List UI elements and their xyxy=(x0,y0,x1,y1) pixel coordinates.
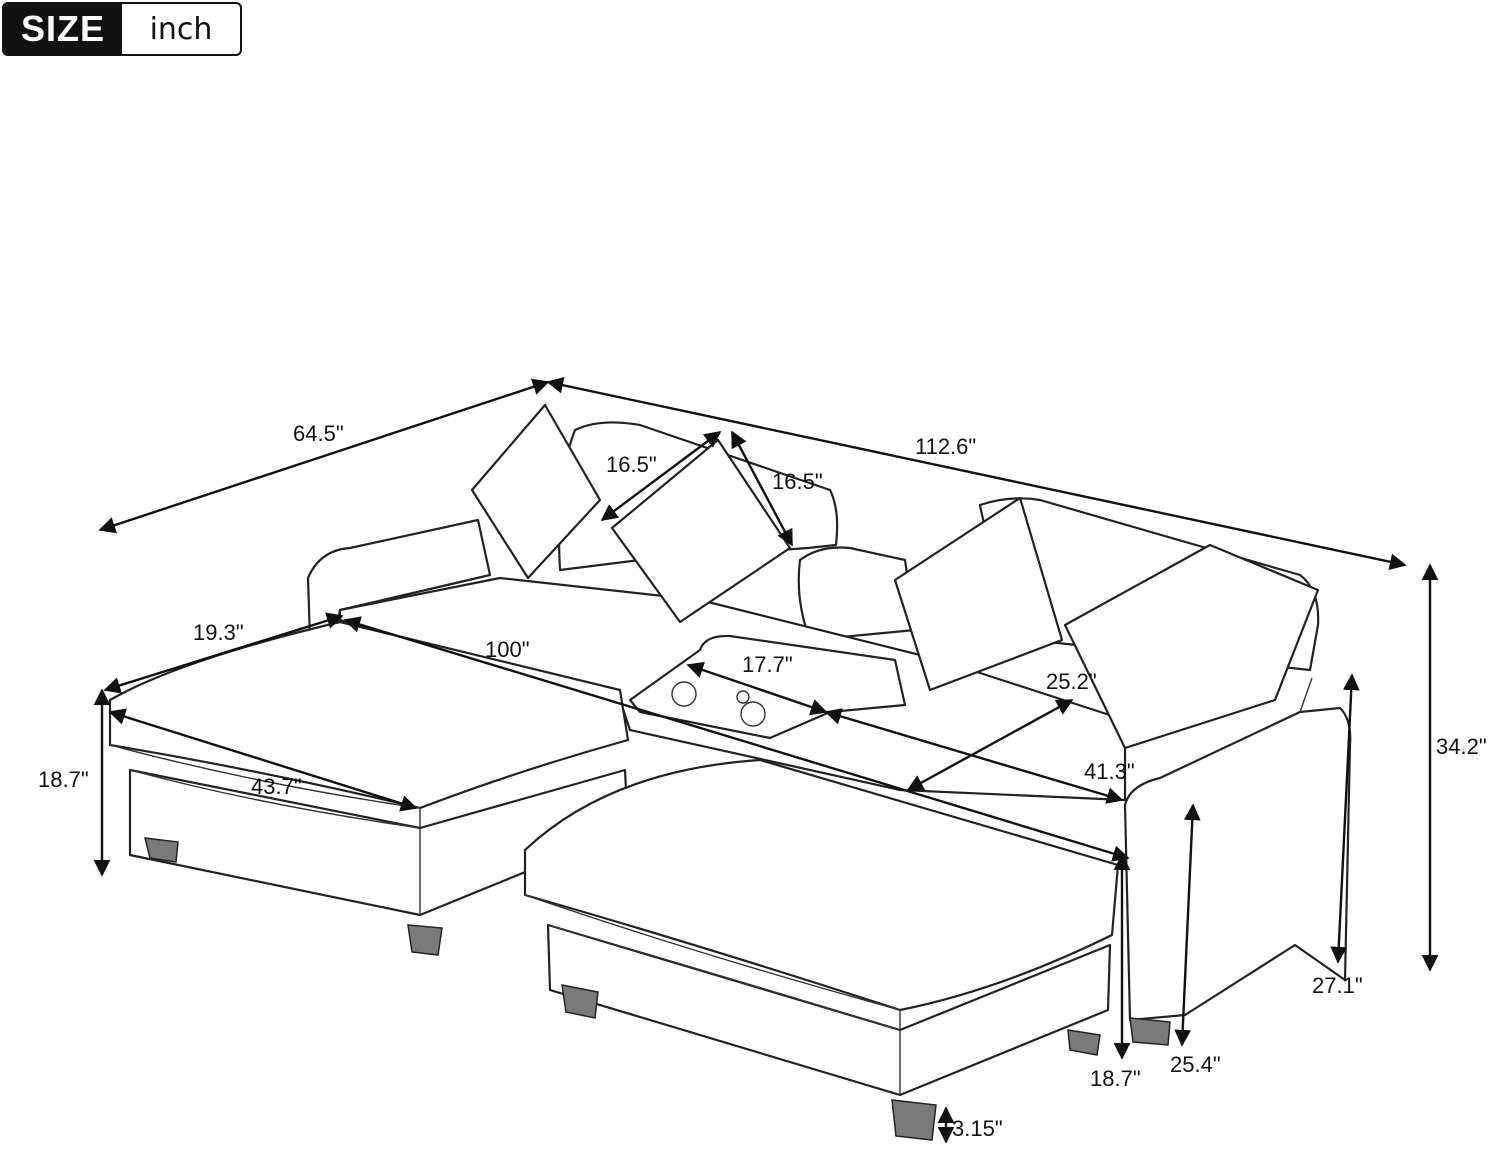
label-arm-height-front: 25.4" xyxy=(1170,1052,1221,1077)
label-ottoman-length: 43.7" xyxy=(251,774,302,799)
label-arm-height: 27.1" xyxy=(1312,973,1363,998)
sofa-illustration xyxy=(108,403,1352,1141)
left-ottoman-leg-2 xyxy=(407,924,443,956)
label-console-width: 17.7" xyxy=(742,652,793,677)
dim-line-17-7 xyxy=(686,661,828,716)
label-ottoman-height: 18.7" xyxy=(38,767,89,792)
dim-line-25-4 xyxy=(1174,803,1201,1047)
back-cushion-center xyxy=(797,546,917,642)
size-label: SIZE xyxy=(4,4,122,54)
front-ottoman-seams xyxy=(524,894,901,1095)
dim-line-27-1 xyxy=(1330,673,1360,964)
label-ottoman-depth: 19.3" xyxy=(193,620,244,645)
front-ottoman-leg-2 xyxy=(891,1099,937,1141)
label-depth-total: 64.5" xyxy=(293,421,344,446)
sofa-leg-right xyxy=(1129,1017,1171,1046)
dim-line-19-3 xyxy=(103,612,344,694)
label-total-height: 34.2" xyxy=(1436,734,1487,759)
front-ottoman-leg-1 xyxy=(561,984,599,1019)
dim-line-pillow-height xyxy=(730,430,794,547)
label-front-ottoman-height: 18.7" xyxy=(1090,1066,1141,1091)
dimension-lines xyxy=(93,376,1439,1144)
label-seat-width: 100" xyxy=(485,637,530,662)
dimension-labels: 64.5" 112.6" 16.5" 16.5" 19.3" 100" 17.7… xyxy=(38,421,1487,1141)
label-leg-height: 3.15" xyxy=(952,1116,1003,1141)
right-arm-top xyxy=(1299,677,1313,713)
dim-line-pillow-width xyxy=(600,430,722,522)
label-pillow-height: 16.5" xyxy=(772,469,823,494)
size-badge: SIZE inch xyxy=(2,2,242,56)
label-seat-length-right: 41.3" xyxy=(1084,759,1135,784)
dim-line-64-5 xyxy=(98,378,550,534)
front-ottoman-leg-3 xyxy=(1067,1029,1101,1056)
label-pillow-width: 16.5" xyxy=(606,452,657,477)
left-ottoman-leg-1 xyxy=(144,837,179,863)
label-width-total: 112.6" xyxy=(915,434,976,459)
label-seat-depth: 25.2" xyxy=(1046,669,1097,694)
unit-label: inch xyxy=(149,11,213,47)
dim-line-100 xyxy=(343,616,1130,862)
dim-line-43-7 xyxy=(108,708,418,812)
dim-line-112-6 xyxy=(546,376,1407,571)
dim-line-41-3 xyxy=(824,708,1124,804)
